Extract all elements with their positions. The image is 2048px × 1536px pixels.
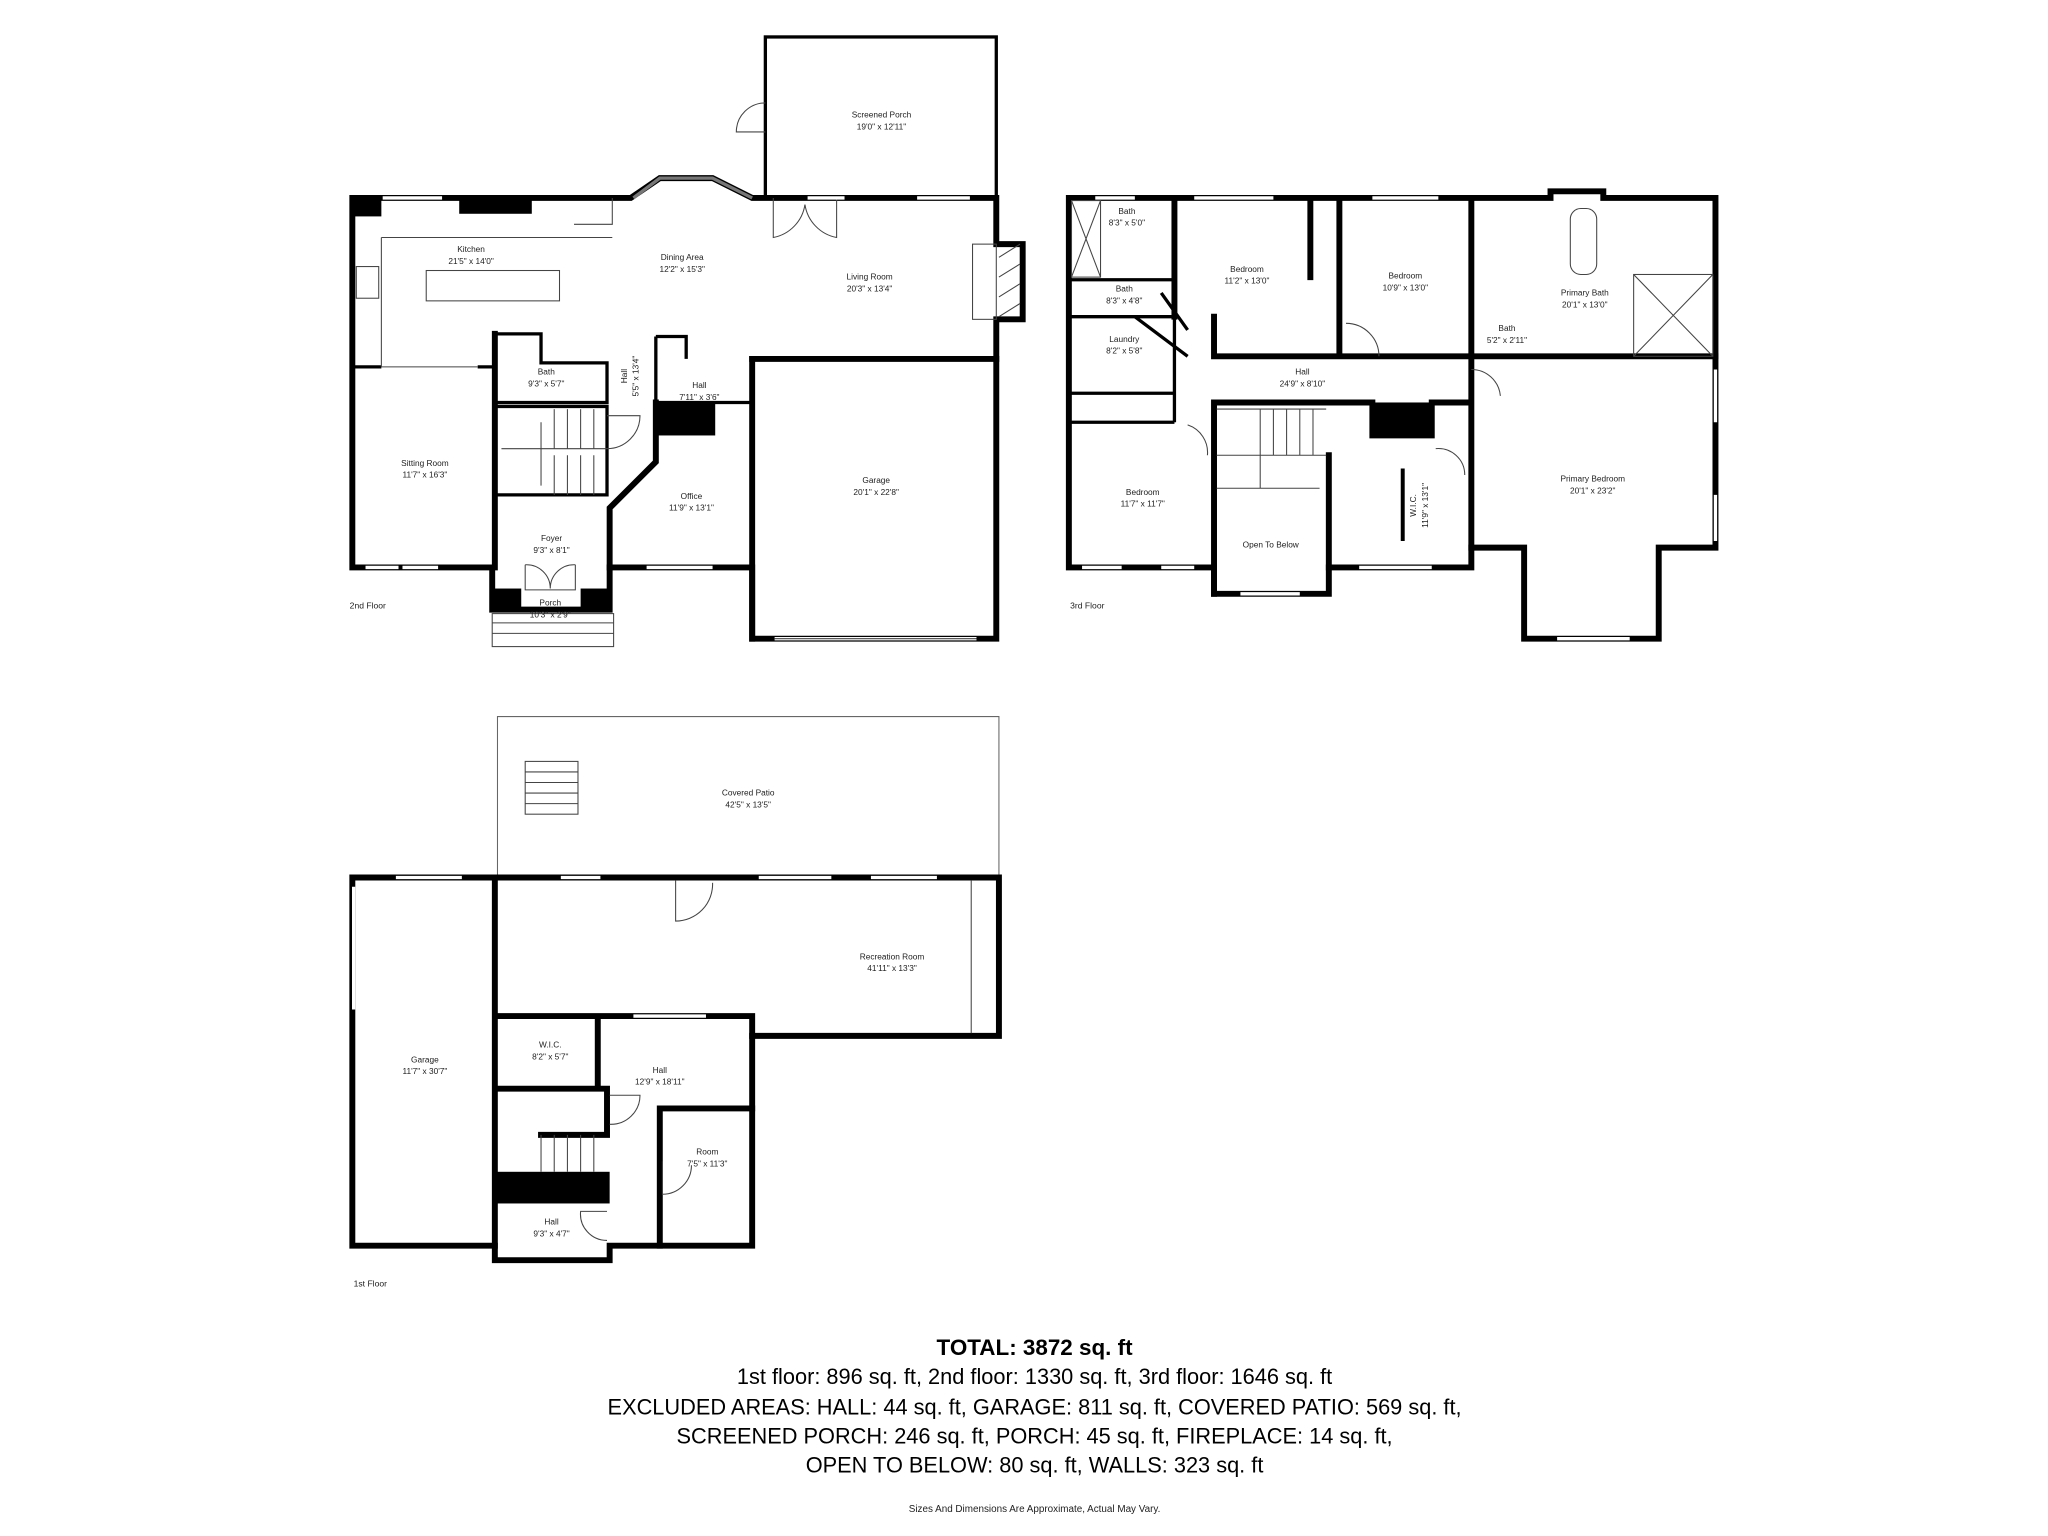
room-name: Bath [1116,284,1133,294]
room-name: Bedroom [1126,487,1160,497]
room-dims: 5'5" x 13'4" [631,356,641,397]
room-name: Bedroom [1389,270,1423,280]
room-name: Sitting Room [401,458,449,468]
room-dims: 20'3" x 13'4" [847,284,893,294]
floor-label: 2nd Floor [350,600,386,610]
room-dims: 8'3" x 4'8" [1106,296,1142,306]
summary-line: 1st floor: 896 sq. ft, 2nd floor: 1330 s… [737,1364,1332,1389]
room-name: W.I.C. [539,1040,562,1050]
room-dims: 11'2" x 13'0" [1225,276,1270,286]
room-name: Laundry [1109,334,1140,344]
room-name: Foyer [541,533,562,543]
room-name: Open To Below [1243,540,1300,550]
room-dims: 42'5" x 13'5" [725,800,771,810]
room-name: Dining Area [661,252,704,262]
room-dims: 19'0" x 12'11" [857,121,907,131]
room-dims: 11'7" x 11'7" [1121,499,1165,509]
room-name: Bath [538,367,555,377]
walls [349,35,1026,648]
room-dims: 5'2" x 2'11" [1487,335,1527,345]
summary-line: OPEN TO BELOW: 80 sq. ft, WALLS: 323 sq.… [806,1453,1264,1478]
floor-label: 1st Floor [354,1279,387,1289]
room-dims: 24'9" x 8'10" [1280,379,1326,389]
first-floor-plan: Covered Patio 42'5" x 13'5" Recreation R… [349,716,1002,1289]
room-name: Primary Bedroom [1560,474,1625,484]
room-dims: 41'11" x 13'3" [867,963,917,973]
second-floor-plan: Kitchen 21'5" x 14'0" Dining Area 12'2" … [349,35,1026,648]
room-dims: 8'3" x 5'0" [1109,218,1145,228]
room-labels: Covered Patio 42'5" x 13'5" Recreation R… [354,788,925,1289]
room-dims: 9'3" x 5'7" [528,379,564,389]
room-dims: 9'3" x 4'7" [533,1228,569,1238]
summary-line: EXCLUDED AREAS: HALL: 44 sq. ft, GARAGE:… [608,1395,1462,1420]
room-dims: 9'3" x 8'1" [533,545,569,555]
total-area: TOTAL: 3872 sq. ft [937,1335,1134,1360]
room-dims: 7'11" x 3'6" [679,392,719,402]
room-name: Screened Porch [852,109,912,119]
room-labels: Kitchen 21'5" x 14'0" Dining Area 12'2" … [350,109,912,619]
room-name: Primary Bath [1561,288,1609,298]
walls [1065,188,1719,642]
room-labels: Bath 8'3" x 5'0" Bath 8'3" x 4'8" Laundr… [1070,206,1625,611]
area-summary: TOTAL: 3872 sq. ft 1st floor: 896 sq. ft… [608,1335,1462,1515]
room-dims: 10'9" x 13'0" [1383,282,1429,292]
room-name: Hall [653,1065,667,1075]
room-name: Hall [692,380,706,390]
room-name: Kitchen [457,244,485,254]
room-dims: 11'9" x 13'1" [1420,483,1430,528]
room-dims: 12'9" x 18'11" [635,1077,685,1087]
room-name: W.I.C. [1408,494,1418,517]
room-name: Porch [539,598,561,608]
room-dims: 20'1" x 22'8" [853,487,899,497]
room-name: Bedroom [1230,264,1264,274]
room-name: Office [681,491,703,501]
room-dims: 7'5" x 11'3" [687,1159,727,1169]
room-name: Bath [1498,323,1515,333]
room-name: Recreation Room [860,951,925,961]
room-name: Bath [1118,206,1135,216]
room-dims: 20'1" x 23'2" [1570,486,1616,496]
room-dims: 11'7" x 16'3" [402,470,447,480]
room-name: Garage [411,1054,439,1064]
room-dims: 21'5" x 14'0" [448,256,494,266]
room-name: Hall [544,1217,558,1227]
room-dims: 20'1" x 13'0" [1562,299,1608,309]
room-name: Hall [619,369,629,383]
room-name: Garage [862,475,890,485]
third-floor-plan: Bath 8'3" x 5'0" Bath 8'3" x 4'8" Laundr… [1065,188,1719,642]
room-dims: 12'2" x 15'3" [659,264,705,274]
summary-line: SCREENED PORCH: 246 sq. ft, PORCH: 45 sq… [677,1424,1393,1449]
room-name: Living Room [847,272,893,282]
room-name: Hall [1295,367,1309,377]
room-dims: 11'7" x 30'7" [402,1066,447,1076]
walls [349,716,1002,1264]
room-dims: 10'3" x 2'9" [530,610,571,620]
disclaimer: Sizes And Dimensions Are Approximate, Ac… [909,1504,1161,1515]
room-dims: 8'2" x 5'7" [532,1052,568,1062]
room-name: Covered Patio [722,788,775,798]
room-name: Room [696,1147,718,1157]
floor-label: 3rd Floor [1070,600,1104,610]
room-dims: 8'2" x 5'8" [1106,346,1142,356]
room-dims: 11'9" x 13'1" [669,503,714,513]
